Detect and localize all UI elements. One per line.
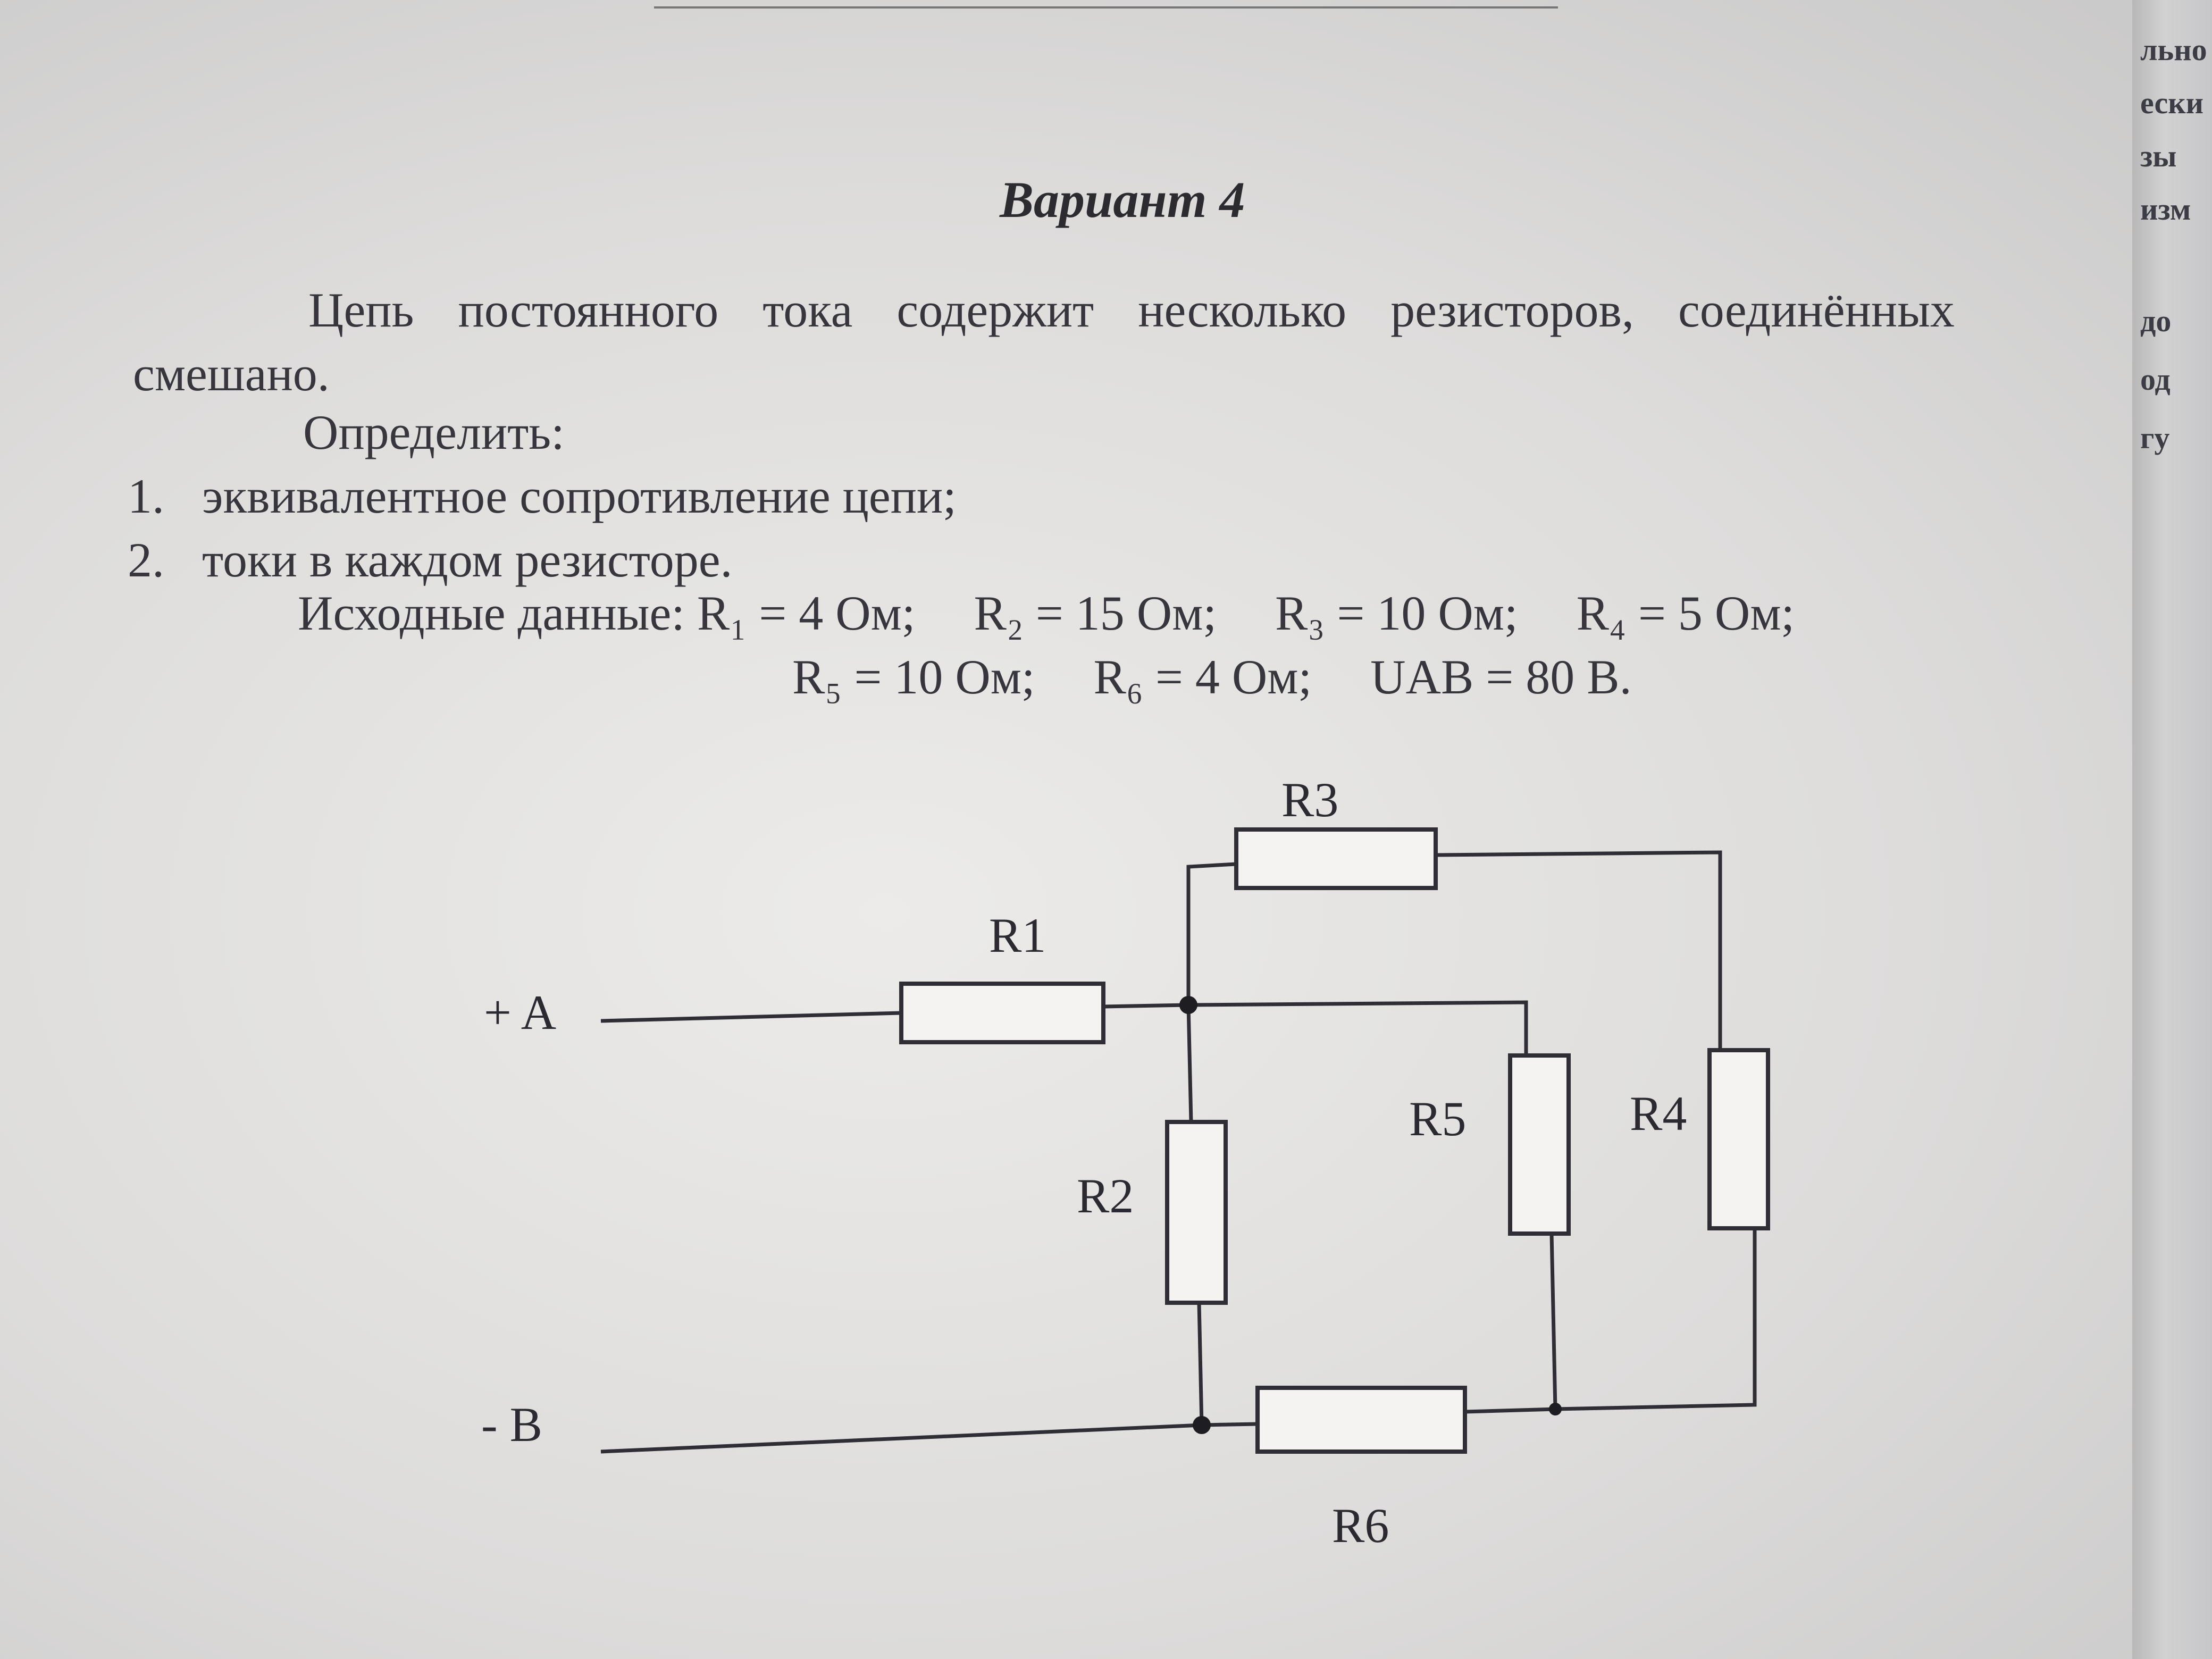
given-r6: R₆ = 4 Ом; [1093, 650, 1312, 704]
given-r3: R₃ = 10 Ом; [1275, 586, 1518, 640]
edge-fragment: од [2140, 362, 2171, 397]
item-text: эквивалентное сопротивление цепи; [202, 469, 957, 523]
given-r2: R₂ = 15 Ом; [974, 586, 1217, 640]
junction-node [1179, 996, 1197, 1014]
given-uab: UAB = 80 В. [1370, 650, 1632, 704]
resistor-r5 [1508, 1053, 1571, 1236]
given-data-line-1: Исходные данные: R₁ = 4 Ом; R₂ = 15 Ом; R₃… [298, 585, 1795, 641]
item-number: 1. [128, 469, 164, 523]
given-r5: R₅ = 10 Ом; [792, 650, 1035, 704]
circuit-wires [600, 850, 1757, 1454]
given-r1: Исходные данные: R₁ = 4 Ом; [298, 586, 916, 640]
variant-title: Вариант 4 [1000, 171, 1245, 228]
edge-fragment: зы [2140, 139, 2177, 173]
item-number: 2. [128, 533, 164, 587]
resistor-r1 [899, 982, 1105, 1044]
resistor-r2 [1165, 1120, 1228, 1305]
r3-label: R3 [1281, 773, 1338, 827]
edge-fragment: гу [2140, 421, 2170, 455]
resistor-r3 [1234, 827, 1438, 890]
resistor-group [899, 827, 1770, 1454]
r1-label: R1 [989, 908, 1046, 962]
r5-label: R5 [1409, 1092, 1466, 1146]
intro-line-2: смешано. [133, 347, 330, 401]
terminal-b-label: - B [481, 1397, 542, 1452]
task-heading: Определить: [303, 405, 565, 459]
item-text: токи в каждом резисторе. [202, 533, 733, 587]
resistor-r4 [1707, 1048, 1770, 1230]
r4-label: R4 [1630, 1086, 1687, 1141]
edge-fragment: до [2140, 304, 2172, 338]
intro-line-1: Цепь постоянного тока содержит несколько… [308, 283, 1955, 337]
terminal-a-label: + A [484, 985, 556, 1040]
edge-fragment: изм [2140, 192, 2191, 227]
adjacent-page-edge [2132, 0, 2212, 1659]
r2-label: R2 [1077, 1169, 1134, 1223]
junction-node [1549, 1403, 1562, 1415]
task-item-2: 2. токи в каждом резисторе. [128, 532, 733, 588]
r6-label: R6 [1332, 1498, 1389, 1553]
edge-fragment: льно [2140, 32, 2207, 67]
junction-node [1193, 1416, 1211, 1434]
task-item-1: 1. эквивалентное сопротивление цепи; [128, 468, 957, 524]
edge-fragment: ески [2140, 86, 2204, 120]
given-data-line-2: R₅ = 10 Ом; R₆ = 4 Ом; UAB = 80 В. [792, 649, 1632, 705]
top-rule [654, 0, 1558, 9]
resistor-r6 [1255, 1386, 1467, 1454]
given-r4: R₄ = 5 Ом; [1576, 586, 1795, 640]
